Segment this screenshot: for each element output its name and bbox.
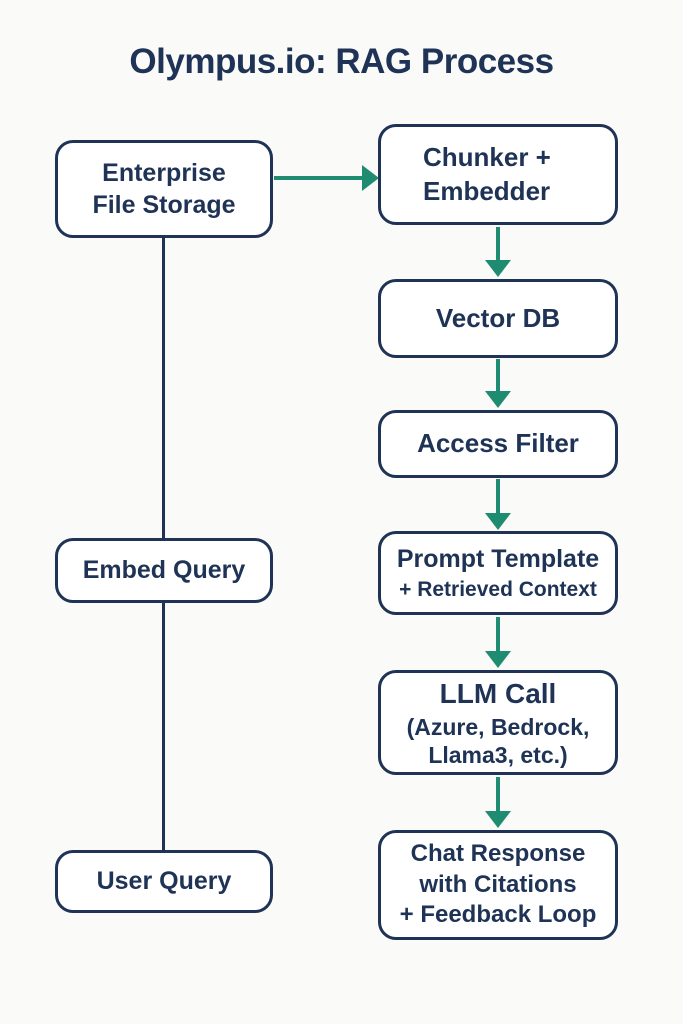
node-label-line: Access Filter	[417, 428, 579, 459]
arrow-down-head-icon-1	[485, 260, 511, 277]
node-vector-db: Vector DB	[378, 279, 618, 358]
node-chat-response: Chat Response with Citations + Feedback …	[378, 830, 618, 940]
node-label-line: Embed Query	[82, 556, 246, 585]
arrow-down-connector-3	[496, 479, 500, 514]
arrow-down-head-icon-3	[485, 513, 511, 530]
node-label-line: with Citations	[419, 870, 577, 898]
node-label-line: Chat Response	[410, 840, 586, 868]
node-enterprise-file-storage: Enterprise File Storage	[55, 140, 273, 238]
node-label-line: + Feedback Loop	[399, 901, 597, 929]
arrow-down-connector-4	[496, 617, 500, 652]
node-label-line: Llama3, etc.)	[428, 741, 568, 768]
arrow-down-head-icon-4	[485, 651, 511, 668]
arrow-right-head-icon	[362, 165, 379, 191]
node-llm-call: LLM Call (Azure, Bedrock, Llama3, etc.)	[378, 670, 618, 775]
node-label-line: File Storage	[92, 191, 236, 219]
arrow-down-head-icon-5	[485, 811, 511, 828]
arrow-right-connector	[274, 176, 364, 180]
node-embed-query: Embed Query	[55, 538, 273, 603]
arrow-down-connector-2	[496, 359, 500, 392]
arrow-down-connector-5	[496, 777, 500, 812]
arrow-down-head-icon-2	[485, 391, 511, 408]
arrow-down-connector-1	[496, 227, 500, 261]
node-label-line: User Query	[96, 867, 232, 896]
node-chunker-embedder: Chunker + Embedder	[378, 124, 618, 225]
node-label-line: (Azure, Bedrock,	[406, 713, 590, 740]
node-label-line: Enterprise	[102, 158, 226, 187]
node-prompt-template: Prompt Template + Retrieved Context	[378, 531, 618, 615]
node-access-filter: Access Filter	[378, 410, 618, 478]
node-label-line: Vector DB	[435, 302, 561, 333]
node-user-query: User Query	[55, 850, 273, 913]
page-title: Olympus.io: RAG Process	[129, 42, 554, 81]
node-label-line: + Retrieved Context	[399, 577, 597, 601]
node-label-line: LLM Call	[439, 678, 557, 710]
node-label-line: Embedder	[423, 175, 551, 206]
node-label-line: Prompt Template	[396, 545, 600, 574]
node-label-line: Chunker +	[423, 141, 551, 172]
